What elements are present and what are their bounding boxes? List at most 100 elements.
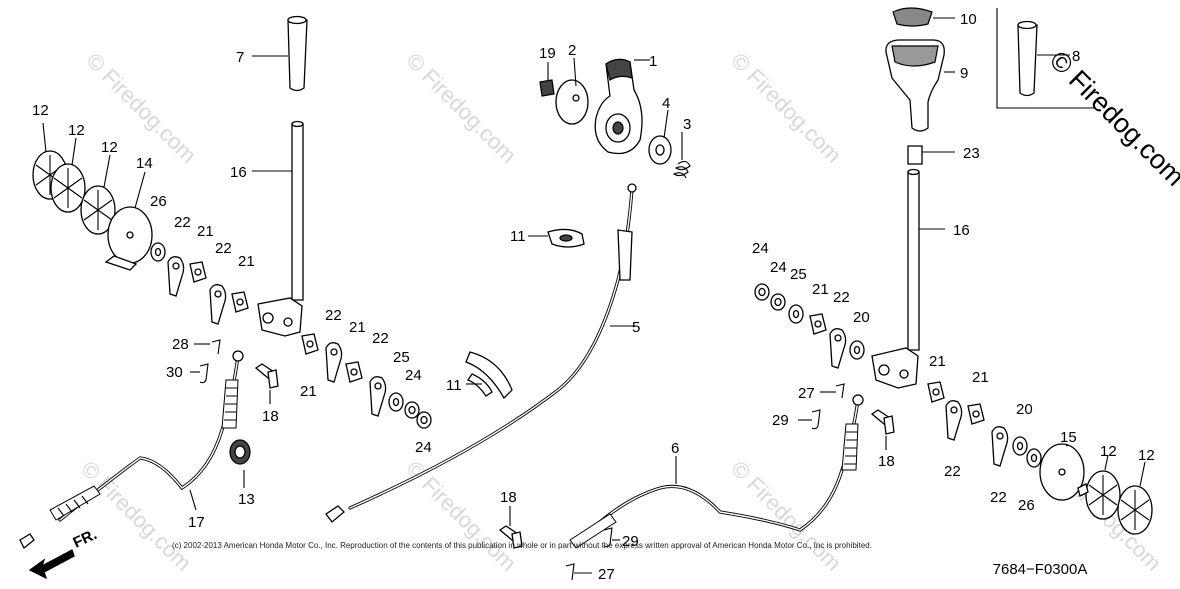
spring-plate-21	[967, 403, 985, 425]
callout-22: 22	[833, 289, 850, 306]
callout-7: 7	[236, 49, 244, 66]
control-cable-part-17	[19, 350, 244, 550]
plate-part-2	[555, 57, 589, 125]
callout-24: 24	[405, 367, 422, 384]
callout-22: 22	[990, 489, 1007, 506]
clip-part-29	[603, 527, 620, 548]
diagram-code: 7684−F0300A	[993, 561, 1088, 578]
callout-6: 6	[671, 440, 679, 457]
callout-27: 27	[798, 385, 815, 402]
nut-part-24	[754, 283, 770, 301]
callout-15: 15	[1060, 429, 1077, 446]
bolt-part-18	[870, 409, 895, 450]
callout-18: 18	[500, 489, 517, 506]
callout-3: 3	[683, 116, 691, 133]
spring-plate-22	[325, 342, 343, 383]
callout-24: 24	[752, 240, 769, 257]
clip-part-30	[190, 363, 209, 384]
clip-part-27	[820, 383, 845, 399]
clip-part-28	[194, 339, 221, 355]
spring-part-3	[672, 132, 691, 179]
callout-21: 21	[238, 253, 255, 270]
lever-shaft-left	[252, 120, 304, 337]
throttle-lever-part-1	[594, 58, 650, 155]
spring-plate-22	[167, 256, 185, 297]
spring-plate-22	[209, 284, 227, 325]
nut-part-24	[770, 293, 786, 311]
spring-plate-21	[231, 291, 249, 313]
friction-disc-12	[80, 154, 116, 235]
callout-13: 13	[238, 491, 255, 508]
cap-part-10	[892, 7, 955, 27]
callout-2: 2	[568, 42, 576, 59]
callout-12: 12	[1138, 447, 1155, 464]
callout-29: 29	[772, 412, 789, 429]
washer-part-25	[788, 304, 804, 324]
washer-part-20	[849, 340, 865, 360]
callout-22: 22	[372, 330, 389, 347]
callout-25: 25	[790, 266, 807, 283]
watermark: © Firedog.com	[401, 48, 521, 168]
callout-12: 12	[32, 102, 49, 119]
callout-21: 21	[929, 353, 946, 370]
washer-part-26	[150, 242, 166, 262]
callout-30: 30	[166, 364, 183, 381]
callout-19: 19	[539, 45, 556, 62]
callout-21: 21	[349, 319, 366, 336]
callout-27: 27	[598, 566, 615, 583]
watermark: © Firedog.com	[726, 48, 846, 168]
washer-part-4	[648, 109, 672, 165]
callout-12: 12	[1100, 443, 1117, 460]
spring-plate-22	[945, 400, 963, 441]
callout-16: 16	[230, 164, 247, 181]
cable-clamp-11	[528, 228, 585, 248]
spring-plate-21	[927, 381, 945, 403]
watermark: © Firedog.com	[81, 48, 201, 168]
spring-plate-22	[829, 328, 847, 369]
grip-part-7	[252, 15, 308, 92]
nut-part-24	[404, 401, 420, 419]
spring-plate-21	[809, 313, 827, 335]
clip-part-29	[798, 409, 821, 430]
callout-25: 25	[393, 349, 410, 366]
callout-16: 16	[953, 222, 970, 239]
friction-disc-12	[1117, 461, 1153, 535]
washer-part-20	[1012, 436, 1028, 456]
clip-part-27	[565, 563, 592, 581]
callout-9: 9	[960, 65, 968, 82]
spring-plate-21	[345, 361, 363, 383]
callout-21: 21	[300, 383, 317, 400]
copyright-notice: (c) 2002-2013 American Honda Motor Co., …	[172, 541, 872, 550]
callout-28: 28	[172, 336, 189, 353]
callout-20: 20	[1016, 401, 1033, 418]
front-direction-label: FR.	[71, 526, 100, 552]
callout-21: 21	[197, 223, 214, 240]
plate-part-15	[1039, 443, 1089, 501]
spring-plate-21	[301, 333, 319, 355]
friction-disc-12	[1085, 454, 1121, 520]
callout-22: 22	[944, 463, 961, 480]
lever-shaft-right	[871, 168, 945, 389]
callouts: 1 2 3 4 5 6 7 8 9 10 11 11 12 12 12 12 1…	[32, 11, 1155, 583]
control-cable-part-6	[569, 394, 864, 549]
callout-20: 20	[853, 309, 870, 326]
inset-box	[996, 8, 1095, 109]
spring-plate-22	[369, 376, 387, 417]
spring-plate-21	[189, 261, 207, 283]
callout-11: 11	[510, 228, 526, 245]
nut-part-24	[416, 411, 432, 429]
callout-14: 14	[136, 155, 153, 172]
callout-17: 17	[188, 514, 205, 531]
collar-part-23	[907, 145, 955, 165]
callout-1: 1	[649, 53, 657, 70]
callout-22: 22	[325, 307, 342, 324]
plate-part-14	[104, 171, 153, 271]
grommet-part-13	[229, 439, 251, 488]
callout-21: 21	[812, 281, 829, 298]
callout-24: 24	[770, 259, 787, 276]
callout-23: 23	[963, 145, 980, 162]
callout-26: 26	[1018, 497, 1035, 514]
front-direction-arrow: FR.	[28, 526, 100, 580]
friction-disc-12	[50, 137, 86, 213]
